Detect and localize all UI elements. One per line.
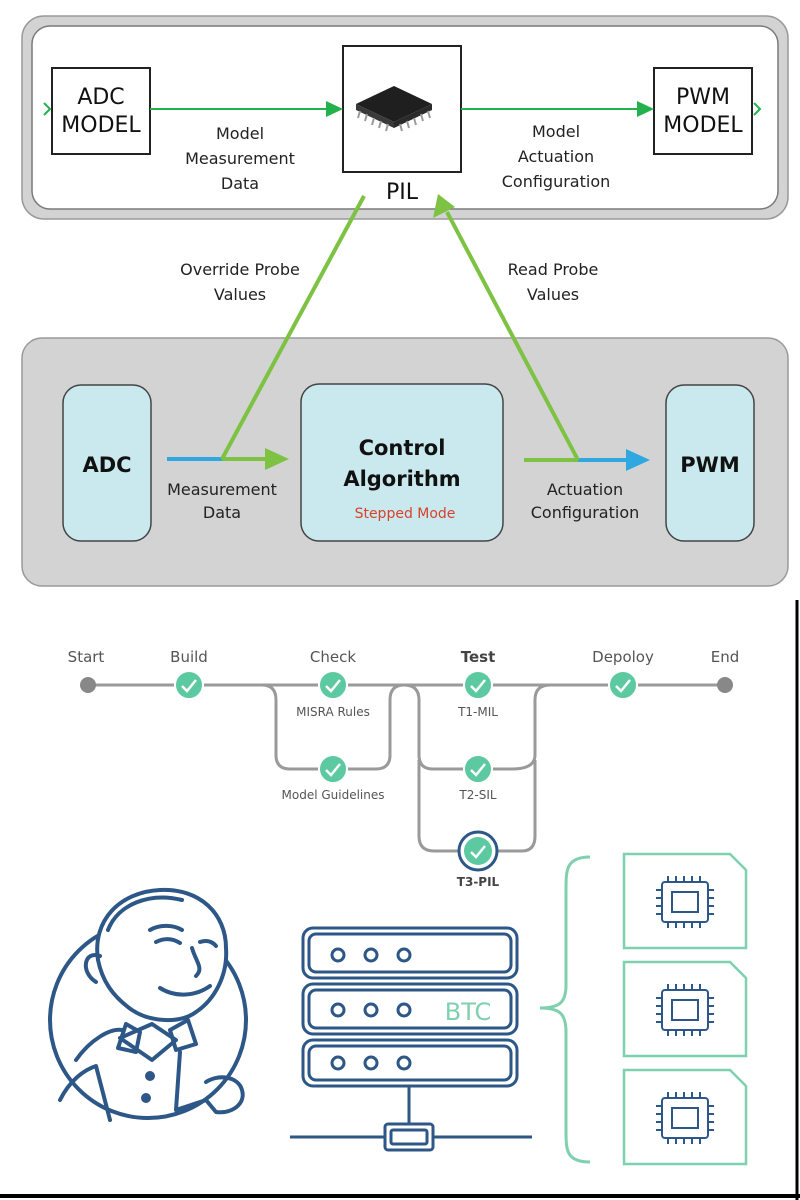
model-actuation-line-3: Configuration <box>502 172 611 191</box>
stepped-mode-label: Stepped Mode <box>355 506 456 522</box>
measurement-data-line-1: Measurement <box>167 480 277 499</box>
measurement-arrowhead <box>265 448 289 470</box>
stage-deploy-label: Depoloy <box>592 648 654 666</box>
override-probe-line-2: Values <box>214 285 266 304</box>
hardware-card-3 <box>622 1068 748 1166</box>
guidelines-check-icon <box>318 754 348 784</box>
override-probe-line-1: Override Probe <box>180 260 300 279</box>
processor-chip-icon <box>656 876 714 928</box>
adc-model-input-chevron <box>43 102 52 116</box>
deploy-check-icon <box>608 670 638 700</box>
stage-end-label: End <box>711 648 740 666</box>
control-algorithm-block: Control Algorithm Stepped Mode <box>300 383 504 542</box>
adc-model-label-1: ADC <box>77 85 124 110</box>
control-algorithm-line-1: Control <box>359 436 446 460</box>
adc-block: ADC <box>62 384 152 542</box>
pwm-model-label-1: PWM <box>676 85 730 110</box>
t3-check-icon <box>457 830 499 872</box>
stage-check-label: Check <box>310 648 356 666</box>
measurement-data-line-2: Data <box>203 503 241 522</box>
curly-brace <box>539 855 591 1164</box>
read-probe-line-1: Read Probe <box>508 260 599 279</box>
t2-sil-label: T2-SIL <box>458 788 496 802</box>
pipeline-graph <box>88 683 725 853</box>
model-actuation-line-2: Actuation <box>518 147 594 166</box>
processor-chip-icon <box>656 1092 714 1144</box>
pwm-block: PWM <box>665 384 755 542</box>
t2-check-icon <box>463 754 493 784</box>
actuation-config-line-1: Actuation <box>547 480 623 499</box>
t1-mil-label: T1-MIL <box>457 705 498 719</box>
adc-model-block: ADC MODEL <box>51 67 151 155</box>
model-measurement-line-2: Measurement <box>185 149 295 168</box>
misra-rules-label: MISRA Rules <box>296 705 370 719</box>
pipeline-end-node <box>717 677 733 693</box>
pwm-label: PWM <box>680 453 739 477</box>
stage-start-label: Start <box>68 648 105 666</box>
stage-test-label: Test <box>461 648 496 666</box>
pwm-model-output-chevron <box>753 102 762 116</box>
processor-chip-icon <box>656 984 714 1036</box>
microcontroller-chip-icon <box>356 86 432 132</box>
pil-label: PIL <box>386 180 419 205</box>
model-actuation-line-1: Model <box>532 122 580 141</box>
read-probe-arrow <box>445 211 580 461</box>
adc-to-pil-arrowhead <box>326 101 343 117</box>
build-check-icon <box>174 670 204 700</box>
adc-label: ADC <box>82 453 131 477</box>
stage-build-label: Build <box>170 648 208 666</box>
override-probe-arrow <box>220 195 366 460</box>
hardware-card-2 <box>622 960 748 1058</box>
read-probe-arrowhead <box>433 194 455 218</box>
control-algorithm-line-2: Algorithm <box>343 467 460 491</box>
t1-check-icon <box>463 670 493 700</box>
model-measurement-line-1: Model <box>216 124 264 143</box>
read-probe-line-2: Values <box>527 285 579 304</box>
hardware-card-1 <box>622 852 748 950</box>
model-guidelines-label: Model Guidelines <box>282 788 385 802</box>
adc-model-label-2: MODEL <box>61 113 141 138</box>
pipeline-start-node <box>80 677 96 693</box>
pil-to-pwm-arrowhead <box>637 101 654 117</box>
pwm-model-label-2: MODEL <box>663 113 743 138</box>
t3-pil-label: T3-PIL <box>457 875 500 889</box>
jenkins-butler-icon <box>48 887 248 1122</box>
misra-check-icon <box>318 670 348 700</box>
actuation-config-line-2: Configuration <box>531 503 640 522</box>
pwm-model-block: PWM MODEL <box>653 67 753 155</box>
server-label: BTC <box>445 998 491 1026</box>
server-rack-icon <box>290 926 532 1152</box>
actuation-arrowhead <box>626 449 650 471</box>
model-measurement-line-3: Data <box>221 174 259 193</box>
